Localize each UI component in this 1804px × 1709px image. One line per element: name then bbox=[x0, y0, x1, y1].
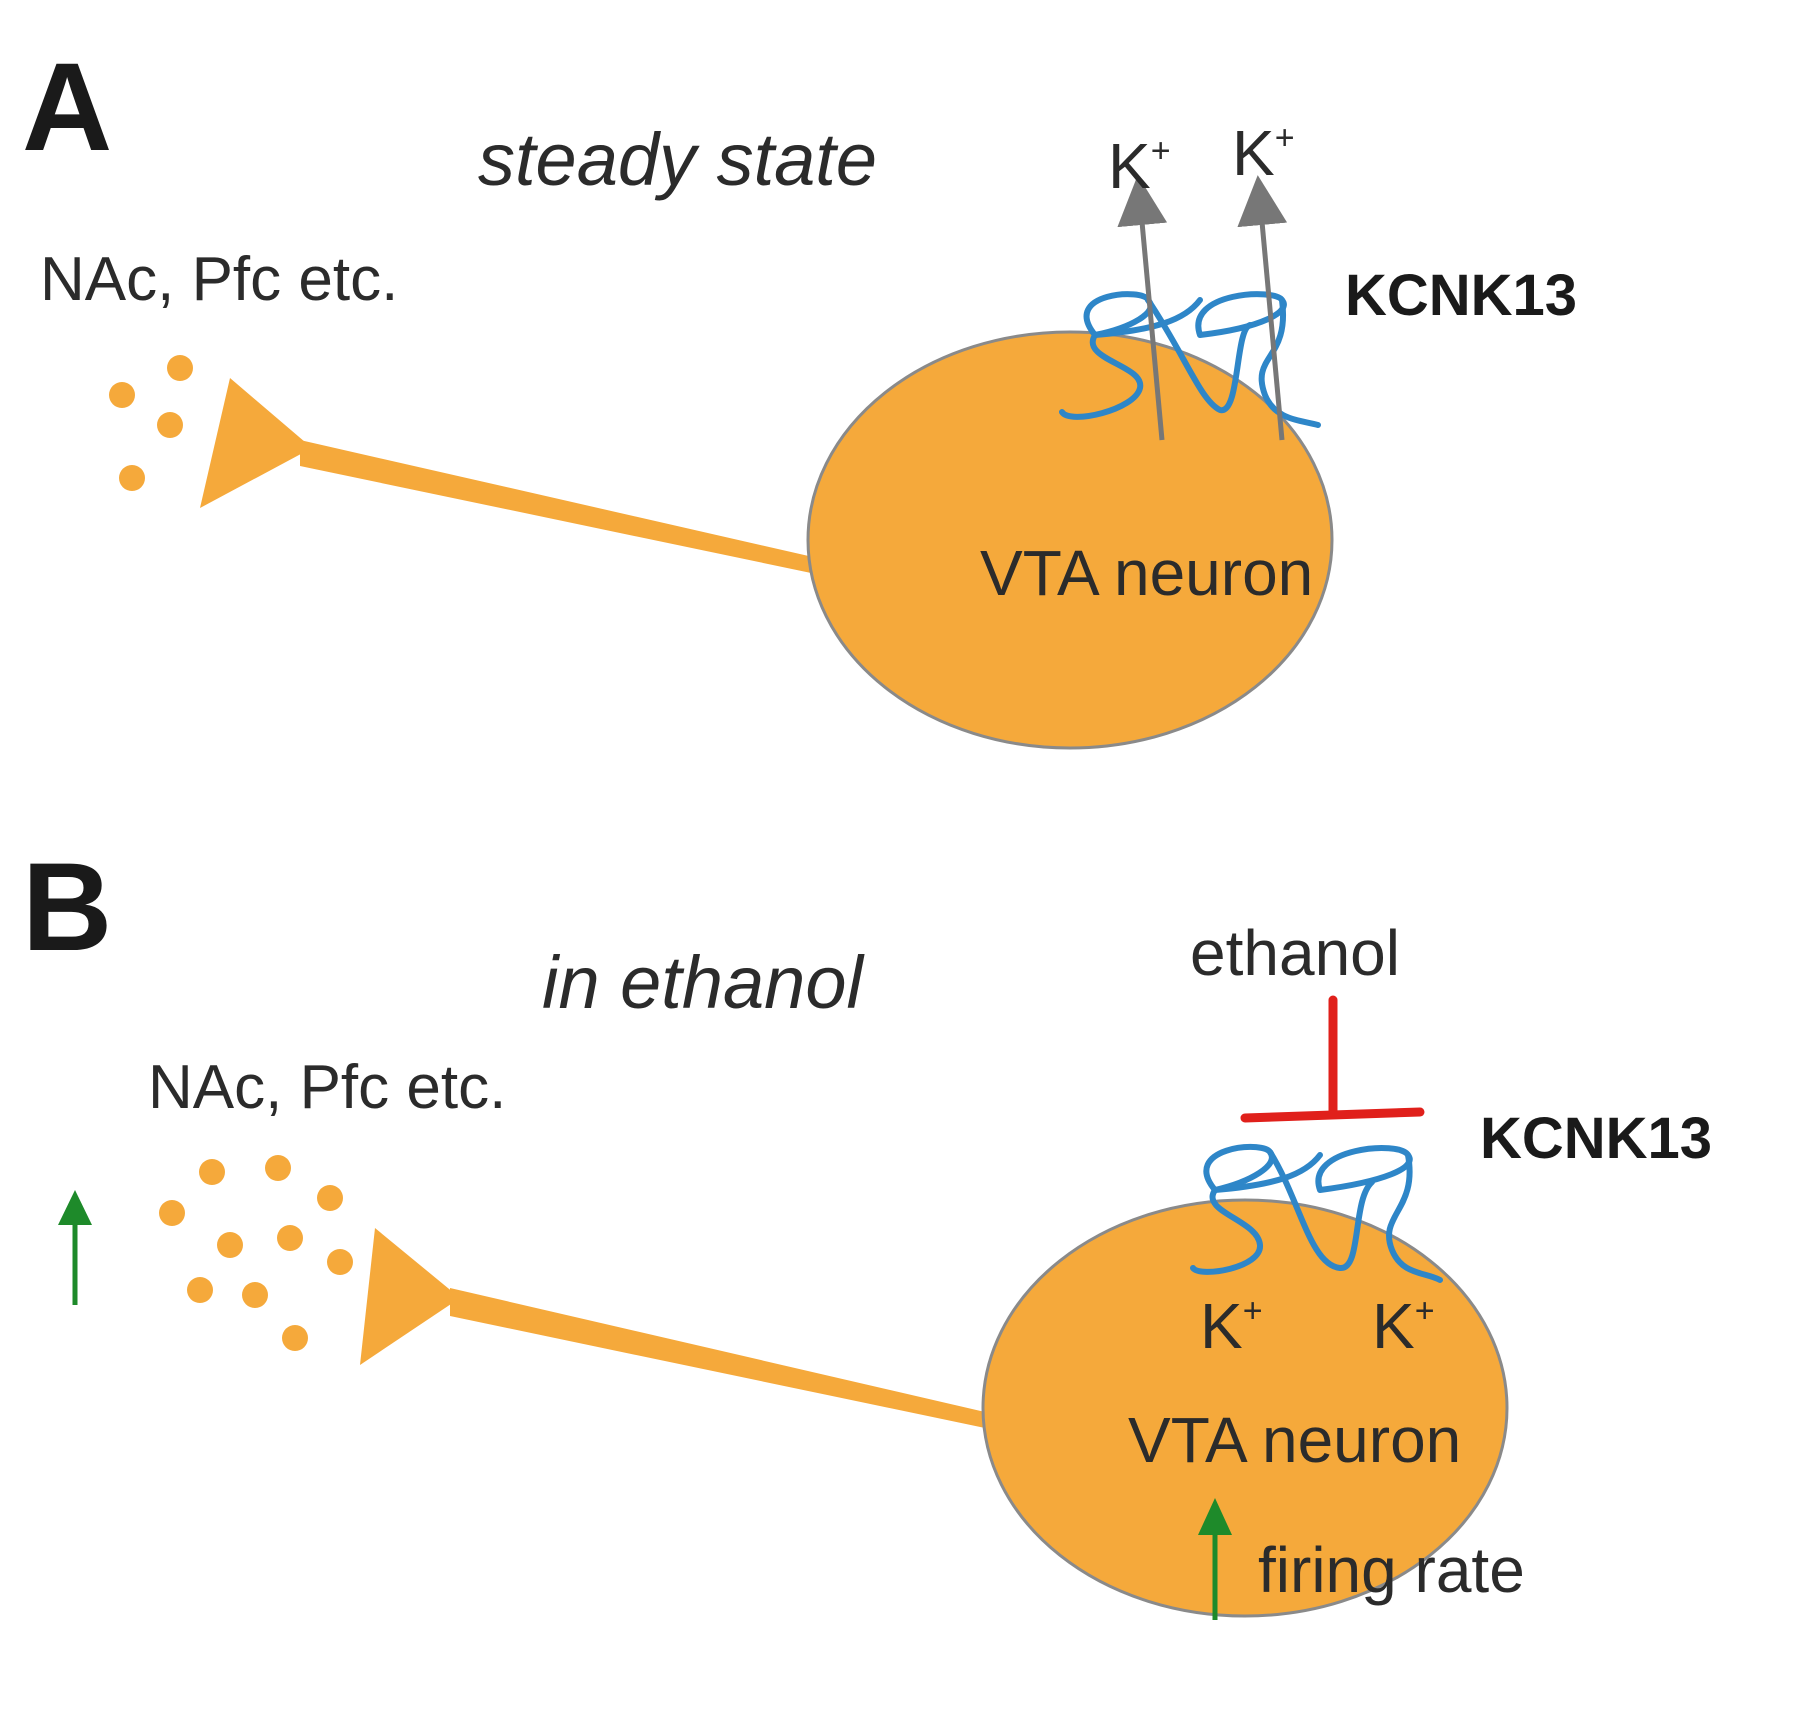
panel-b-channel-label: KCNK13 bbox=[1480, 1106, 1712, 1171]
vta-neuron-body bbox=[981, 1198, 1509, 1618]
k-efflux-arrow-1 bbox=[1117, 175, 1168, 441]
panel-b-condition-label: in ethanol bbox=[542, 941, 865, 1024]
axon-terminal bbox=[200, 378, 312, 508]
panel-b-effect-label: firing rate bbox=[1258, 1534, 1525, 1606]
panel-b: B in ethanol NAc, Pfc etc. bbox=[22, 838, 1712, 1620]
panel-a-condition-label: steady state bbox=[478, 118, 877, 201]
panel-a-ion-1: K+ bbox=[1108, 130, 1171, 202]
neurotransmitter-vesicles bbox=[109, 355, 193, 491]
panel-b-letter: B bbox=[22, 838, 112, 977]
ethanol-inhibition-bar bbox=[1240, 995, 1425, 1123]
axon bbox=[200, 378, 835, 578]
panel-b-ion-1: K+ bbox=[1200, 1290, 1263, 1362]
potassium-efflux-arrows bbox=[1117, 175, 1288, 441]
increase-firing-arrow-icon bbox=[1198, 1498, 1232, 1620]
panel-b-neuron-label: VTA neuron bbox=[1128, 1404, 1461, 1476]
k-efflux-arrow-2 bbox=[1237, 175, 1288, 441]
panel-a-channel-label: KCNK13 bbox=[1345, 263, 1577, 328]
panel-a: A steady state NAc, Pfc etc. VTA neuron bbox=[22, 38, 1577, 750]
panel-a-ion-2: K+ bbox=[1232, 117, 1295, 189]
panel-b-drug-label: ethanol bbox=[1190, 917, 1400, 989]
panel-b-source-label: NAc, Pfc etc. bbox=[148, 1053, 506, 1122]
vta-neuron-body bbox=[806, 330, 1334, 750]
kcnk13-channel bbox=[1059, 291, 1321, 428]
axon bbox=[360, 1228, 985, 1428]
increase-release-arrow-icon bbox=[58, 1190, 92, 1305]
panel-b-ion-2: K+ bbox=[1372, 1290, 1435, 1362]
panel-a-letter: A bbox=[22, 38, 112, 177]
neurotransmitter-vesicles bbox=[159, 1155, 353, 1351]
kcnk13-channel bbox=[1190, 1144, 1443, 1283]
panel-a-source-label: NAc, Pfc etc. bbox=[40, 245, 398, 314]
panel-a-neuron-label: VTA neuron bbox=[980, 537, 1313, 609]
axon-terminal bbox=[360, 1228, 460, 1365]
